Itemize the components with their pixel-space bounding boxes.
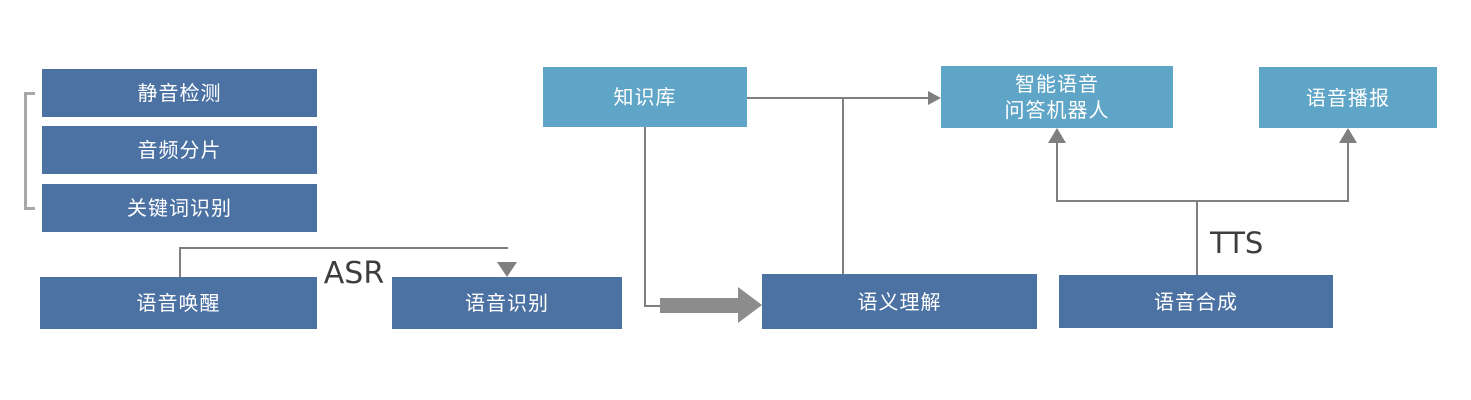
thick-arrow-shaft <box>660 298 738 313</box>
node-label: 语义理解 <box>857 289 942 314</box>
group-bracket-top-tick <box>24 92 35 95</box>
node-qa-robot: 智能语音 问答机器人 <box>941 66 1173 128</box>
connector-tts-bar <box>1056 200 1349 202</box>
node-label: 静音检测 <box>137 81 222 105</box>
node-silence-detection: 静音检测 <box>42 69 317 117</box>
group-bracket-vertical <box>24 92 27 210</box>
arrowhead-right-icon <box>928 91 941 105</box>
node-semantic-understanding: 语义理解 <box>762 274 1037 329</box>
connector-tts-right-up <box>1347 143 1349 202</box>
node-speech-synthesis: 语音合成 <box>1059 275 1333 328</box>
connector-tts-stem <box>1196 200 1198 275</box>
node-label-line1: 智能语音 <box>1015 72 1099 96</box>
node-voice-wakeup: 语音唤醒 <box>40 277 317 329</box>
connector-kb-jog <box>644 305 668 307</box>
node-label: 关键词识别 <box>127 196 232 220</box>
edge-label-tts: TTS <box>1210 226 1264 260</box>
connector-branch-to-semantic <box>842 98 844 274</box>
node-speech-recognition: 语音识别 <box>392 277 622 329</box>
node-label: 音频分片 <box>137 138 222 162</box>
node-label: 知识库 <box>613 85 677 109</box>
node-label-line2: 问答机器人 <box>1004 98 1110 122</box>
connector-asr-vertical <box>179 247 181 277</box>
connector-kb-to-qa <box>747 97 929 99</box>
node-label: 智能语音 问答机器人 <box>1005 71 1110 123</box>
arrowhead-up-icon <box>1048 128 1066 143</box>
edge-label-asr: ASR <box>323 256 385 291</box>
node-keyword-recognition: 关键词识别 <box>42 184 317 232</box>
group-bracket-bottom-tick <box>24 207 35 210</box>
node-label: 语音识别 <box>465 291 549 315</box>
arrowhead-down-icon <box>497 262 517 277</box>
connector-asr-horizontal <box>179 247 508 249</box>
arrowhead-up-icon <box>1339 128 1357 143</box>
thick-arrowhead-right-icon <box>738 287 762 323</box>
node-label: 语音唤醒 <box>136 291 221 315</box>
node-label: 语音合成 <box>1154 289 1238 314</box>
node-label: 语音播报 <box>1306 85 1390 110</box>
connector-tts-left-up <box>1056 143 1058 202</box>
node-knowledge-base: 知识库 <box>543 67 747 127</box>
node-audio-slicing: 音频分片 <box>42 126 317 174</box>
connector-kb-down <box>644 127 646 307</box>
node-voice-broadcast: 语音播报 <box>1259 67 1437 128</box>
